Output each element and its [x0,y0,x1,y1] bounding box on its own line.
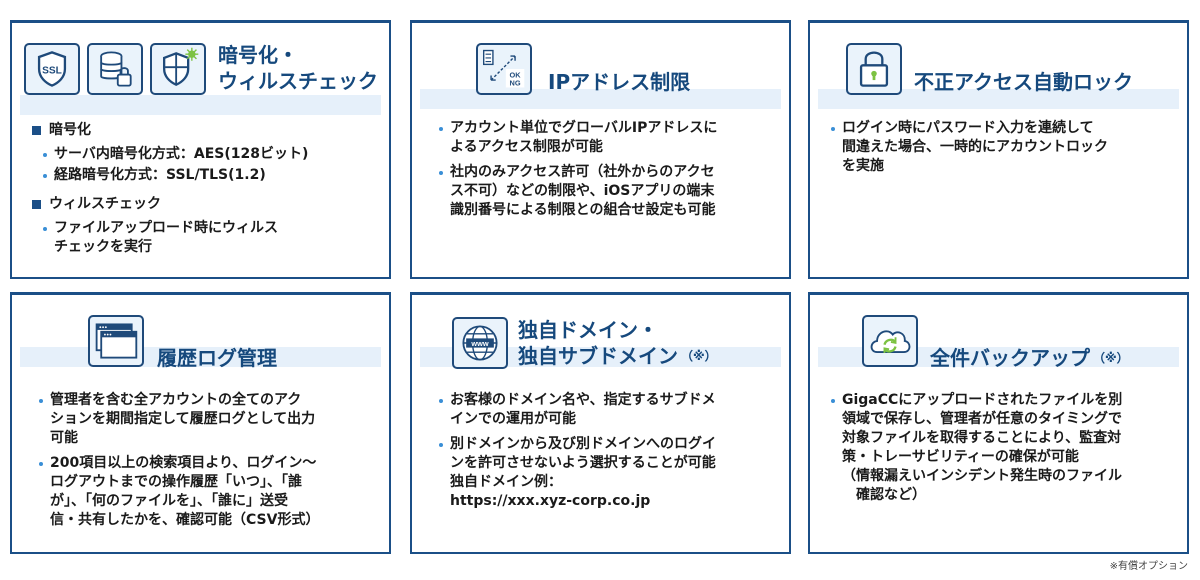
list-item: 社内のみアクセス許可（社外からのアクセ ス不可）などの制限や、iOSアプリの端末… [438,163,717,220]
card-title: 不正アクセス自動ロック [914,70,1133,94]
list-item: 経路暗号化方式：SSL/TLS(1.2) [42,166,308,185]
card-body: お客様のドメイン名や、指定するサブドメ インでの運用が可能 別ドメインから及び別… [438,391,716,517]
ssl-shield-icon: SSL [24,43,80,95]
section-heading: ウィルスチェック [32,195,308,214]
svg-text:SSL: SSL [42,66,62,77]
list-item: ファイルアップロード時にウィルス チェックを実行 [42,219,308,257]
title-band [420,347,781,367]
card-title: 独自ドメイン・ 独自サブドメイン（※） [518,318,717,368]
title-band [20,95,381,115]
card-custom-domain: www 独自ドメイン・ 独自サブドメイン（※） お客様のドメイン名や、指定するサ… [410,292,791,554]
card-title: IPアドレス制限 [548,70,691,94]
card-title: 暗号化・ ウィルスチェック [218,43,378,93]
list-item: GigaCCにアップロードされたファイルを別 領域で保存し、管理者が任意のタイミ… [830,391,1122,505]
square-bullet-icon [32,126,41,135]
square-bullet-icon [32,200,41,209]
cloud-sync-icon [862,315,918,367]
optional-note: （※） [1093,351,1129,365]
card-ip-restriction: OK NG IPアドレス制限 アカウント単位でグローバルIPアドレスに よるアク… [410,20,791,279]
card-body: 管理者を含む全アカウントの全てのアク ションを期間指定して履歴ログとして出力 可… [38,391,319,536]
footnote: ※有償オプション [1109,561,1188,572]
window-log-icon [88,315,144,367]
section-heading: 暗号化 [32,121,308,140]
list-item: ログイン時にパスワード入力を連続して 間違えた場合、一時的にアカウントロック を… [830,119,1108,176]
svg-text:NG: NG [510,79,521,88]
card-body: ログイン時にパスワード入力を連続して 間違えた場合、一時的にアカウントロック を… [830,119,1108,182]
virus-shield-icon [150,43,206,95]
title-band [818,89,1179,109]
list-item: 200項目以上の検索項目より、ログイン～ ログアウトまでの操作履歴「いつ」、「誰… [38,454,319,530]
svg-text:www: www [470,339,488,348]
www-globe-icon: www [452,317,508,369]
card-history-log: 履歴ログ管理 管理者を含む全アカウントの全てのアク ションを期間指定して履歴ログ… [10,292,391,554]
list-item: お客様のドメイン名や、指定するサブドメ インでの運用が可能 [438,391,716,429]
list-item: 管理者を含む全アカウントの全てのアク ションを期間指定して履歴ログとして出力 可… [38,391,319,448]
card-title: 全件バックアップ（※） [930,346,1129,370]
card-auto-lock: 不正アクセス自動ロック ログイン時にパスワード入力を連続して 間違えた場合、一時… [808,20,1189,279]
card-body: GigaCCにアップロードされたファイルを別 領域で保存し、管理者が任意のタイミ… [830,391,1122,511]
card-body: アカウント単位でグローバルIPアドレスに よるアクセス制限が可能 社内のみアクセ… [438,119,717,226]
card-body: 暗号化 サーバ内暗号化方式：AES(128ビット) 経路暗号化方式：SSL/TL… [32,121,308,263]
card-encryption: SSL 暗号化・ ウィルスチェック 暗号化 サーバ内暗号化方式：AES(128ビ… [10,20,391,279]
optional-note: （※） [681,349,717,363]
ip-restriction-icon: OK NG [476,43,532,95]
list-item: アカウント単位でグローバルIPアドレスに よるアクセス制限が可能 [438,119,717,157]
card-title: 履歴ログ管理 [157,346,277,370]
card-full-backup: 全件バックアップ（※） GigaCCにアップロードされたファイルを別 領域で保存… [808,292,1189,554]
list-item: 別ドメインから及び別ドメインへのログイ ンを許可させないよう選択することが可能 … [438,435,716,511]
padlock-icon [846,43,902,95]
list-item: サーバ内暗号化方式：AES(128ビット) [42,145,308,164]
svg-text:OK: OK [510,70,522,79]
database-lock-icon [87,43,143,95]
